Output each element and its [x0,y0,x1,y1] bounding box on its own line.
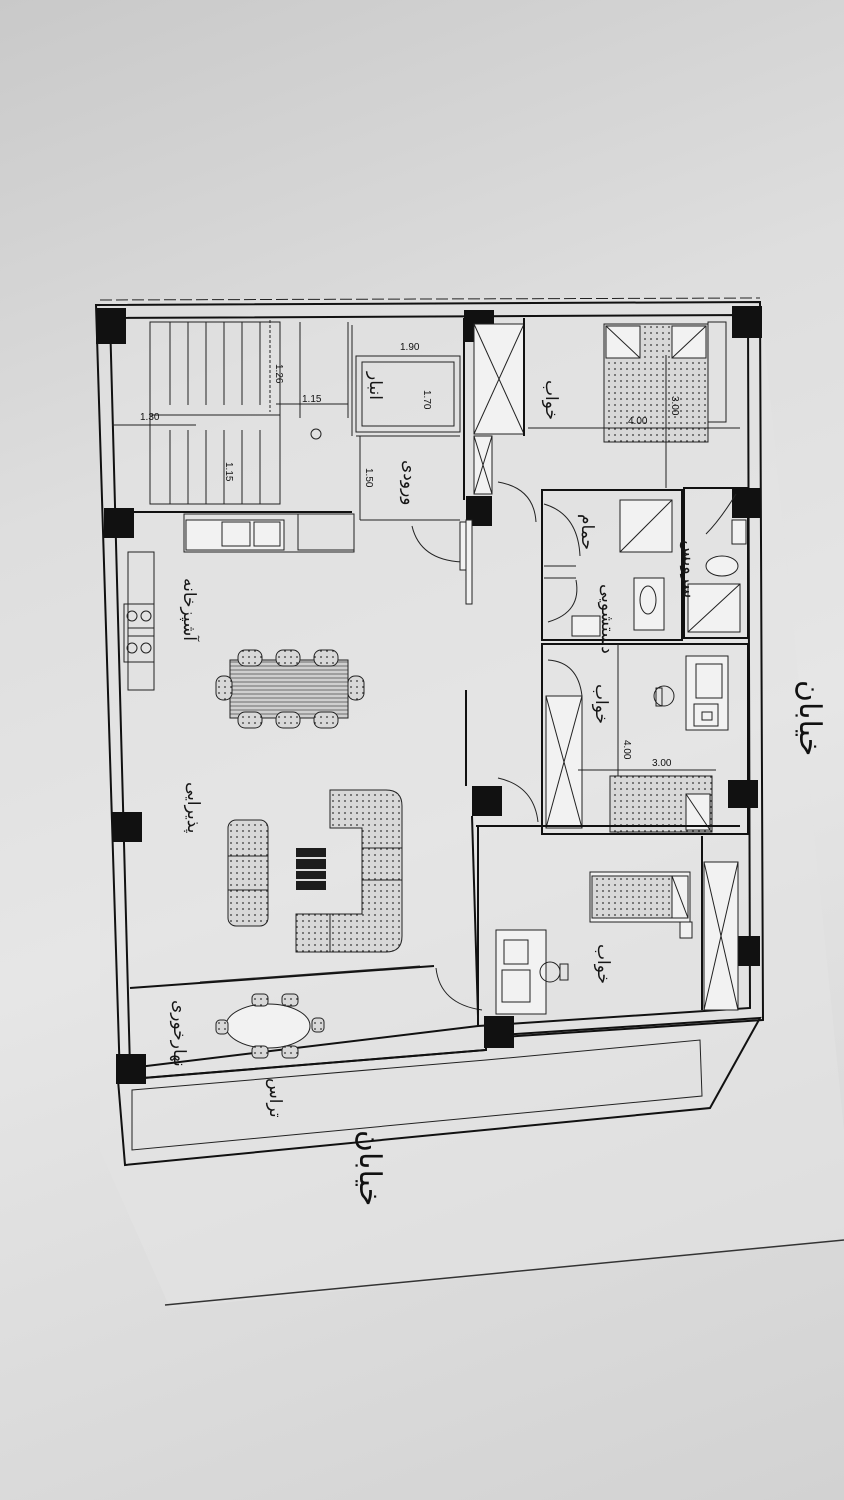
dining-partition [129,965,483,1059]
staircase [112,320,349,505]
bathrooms [541,487,749,641]
paper-fold-line [164,1239,844,1306]
dim-1-26: 1.26 [273,364,284,384]
label-kitchen: آشپزخانه [179,578,201,642]
label-dining: نهارخوری [169,1000,189,1067]
label-street-bottom: خیابان [352,1130,387,1206]
dim-3-00-top: 3.00 [669,396,680,416]
dim-1-15-bottom: 1.15 [223,462,234,482]
dim-1-15-top: 1.15 [302,394,322,405]
label-bedroom-bottom: خواب [593,944,613,984]
dim-1-30: 1.30 [140,412,160,423]
label-bath: حمام [577,514,597,550]
dining-table [215,649,365,729]
bedroom-bottom-furniture [476,825,740,1026]
dim-4-00-top: 4.00 [628,416,648,427]
dim-4-00-middle: 4.00 [621,740,632,760]
storage-entrance [351,325,473,605]
kitchen-counter [123,513,355,691]
bedroom-middle-furniture [497,643,749,835]
label-bedroom-top: خواب [541,380,561,420]
label-balcony: تراس [265,1078,285,1118]
bedroom-top-furniture [473,321,740,523]
label-master-bath: سرویس [679,540,699,598]
label-entrance: ورودی [399,460,419,506]
label-wc: دستشویی [597,584,617,654]
handwritten-labels: خواب انبار ورودی حمام سرویس دستشویی آشپز… [169,371,827,1206]
dimensions: 1.90 1.70 1.26 1.15 1.30 1.15 1.50 3.00 … [140,342,680,769]
sofa-set [227,789,403,953]
dim-1-70: 1.70 [421,390,432,410]
label-storage: انبار [365,371,385,400]
dim-1-90: 1.90 [400,342,420,353]
label-street-right: خیابان [792,680,827,756]
label-living: پذیرایی [183,782,203,834]
label-bedroom-middle: خواب [591,684,611,724]
internal-walls [110,318,525,1017]
dim-1-50: 1.50 [363,468,374,488]
dim-3-00-middle: 3.00 [652,758,672,769]
